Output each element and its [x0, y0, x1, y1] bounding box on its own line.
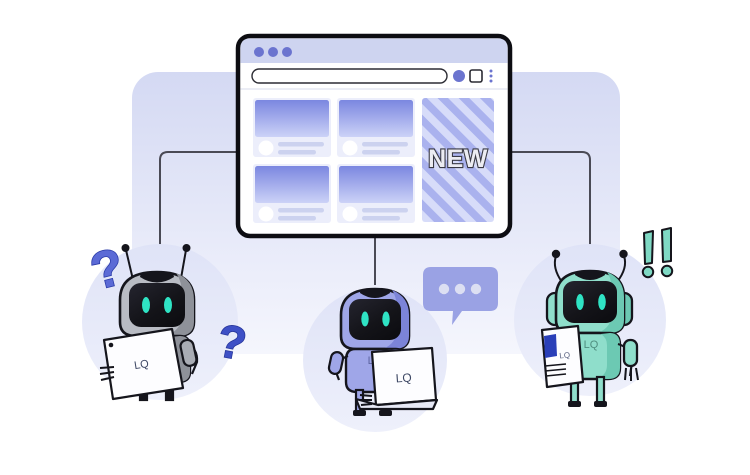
browser-window[interactable]: NEW	[235, 33, 513, 239]
robot-left[interactable]: LQ LQ ? ?	[82, 237, 251, 402]
robot-center-head-shade	[383, 290, 409, 349]
account-circle-icon[interactable]	[453, 70, 465, 82]
robot-left-tablet[interactable]: LQ	[102, 327, 185, 401]
robot-center-hand	[359, 394, 373, 406]
content-card[interactable]	[253, 164, 331, 223]
robot-right-head-shade	[598, 272, 624, 333]
window-dot-1[interactable]	[254, 47, 264, 57]
robot-right[interactable]: LQ LQ	[514, 227, 674, 407]
robot-center-eye-left	[361, 311, 369, 327]
browser-titlebar	[240, 38, 508, 63]
robot-right-document[interactable]: LQ	[540, 324, 585, 389]
typing-dot-2	[454, 283, 466, 295]
robot-center[interactable]: LQ LQ	[303, 267, 498, 432]
robot-left-eye-left	[142, 297, 150, 313]
typing-dot-1	[438, 283, 450, 295]
robot-right-chest-logo: LQ	[584, 339, 599, 351]
robot-right-crest	[575, 270, 605, 280]
robot-right-legs	[568, 375, 607, 407]
robot-right-body-shade	[597, 333, 620, 379]
speech-bubble[interactable]	[423, 267, 498, 325]
robot-left-head-shade	[166, 273, 194, 336]
robot-left-hand	[99, 366, 115, 381]
address-bar[interactable]	[251, 68, 448, 84]
new-badge-label: NEW	[428, 145, 488, 173]
robot-left-crest	[140, 271, 174, 283]
connector-left	[159, 151, 376, 258]
content-card[interactable]	[337, 164, 415, 223]
connector-right	[375, 151, 591, 252]
window-dot-2[interactable]	[268, 47, 278, 57]
window-square-icon[interactable]	[469, 69, 483, 83]
overflow-menu-icon[interactable]	[489, 69, 493, 83]
robot-left-eye-right	[164, 297, 172, 313]
robot-center-laptop[interactable]: LQ	[354, 346, 439, 411]
exclamation-mark-left	[641, 230, 655, 279]
robot-center-eye-right	[382, 311, 390, 327]
robot-center-crest	[360, 288, 390, 298]
exclamation-mark-right	[660, 227, 674, 278]
window-dot-3[interactable]	[282, 47, 292, 57]
new-content-panel[interactable]: NEW	[422, 98, 494, 222]
content-card[interactable]	[337, 98, 415, 157]
robot-center-laptop-logo: LQ	[395, 370, 412, 385]
robot-right-visor	[563, 281, 617, 323]
content-card[interactable]	[253, 98, 331, 157]
robot-center-visor	[349, 299, 401, 340]
robot-right-eye-right	[598, 294, 606, 310]
robot-right-hand	[624, 367, 639, 381]
typing-dot-3	[470, 283, 482, 295]
robot-right-eye-left	[576, 294, 584, 310]
robot-left-tablet-logo: LQ	[133, 358, 150, 372]
robot-right-document-logo: LQ	[559, 350, 571, 360]
robot-left-visor	[129, 283, 185, 327]
